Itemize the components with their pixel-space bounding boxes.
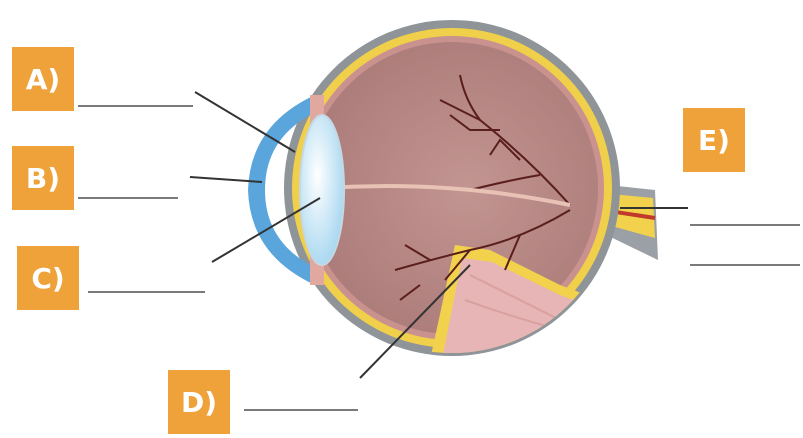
label-c: C) [17, 246, 79, 310]
label-e: E) [683, 108, 745, 172]
lens [300, 115, 344, 265]
label-d: D) [168, 370, 230, 434]
label-b: B) [12, 146, 74, 210]
label-a: A) [12, 47, 74, 111]
